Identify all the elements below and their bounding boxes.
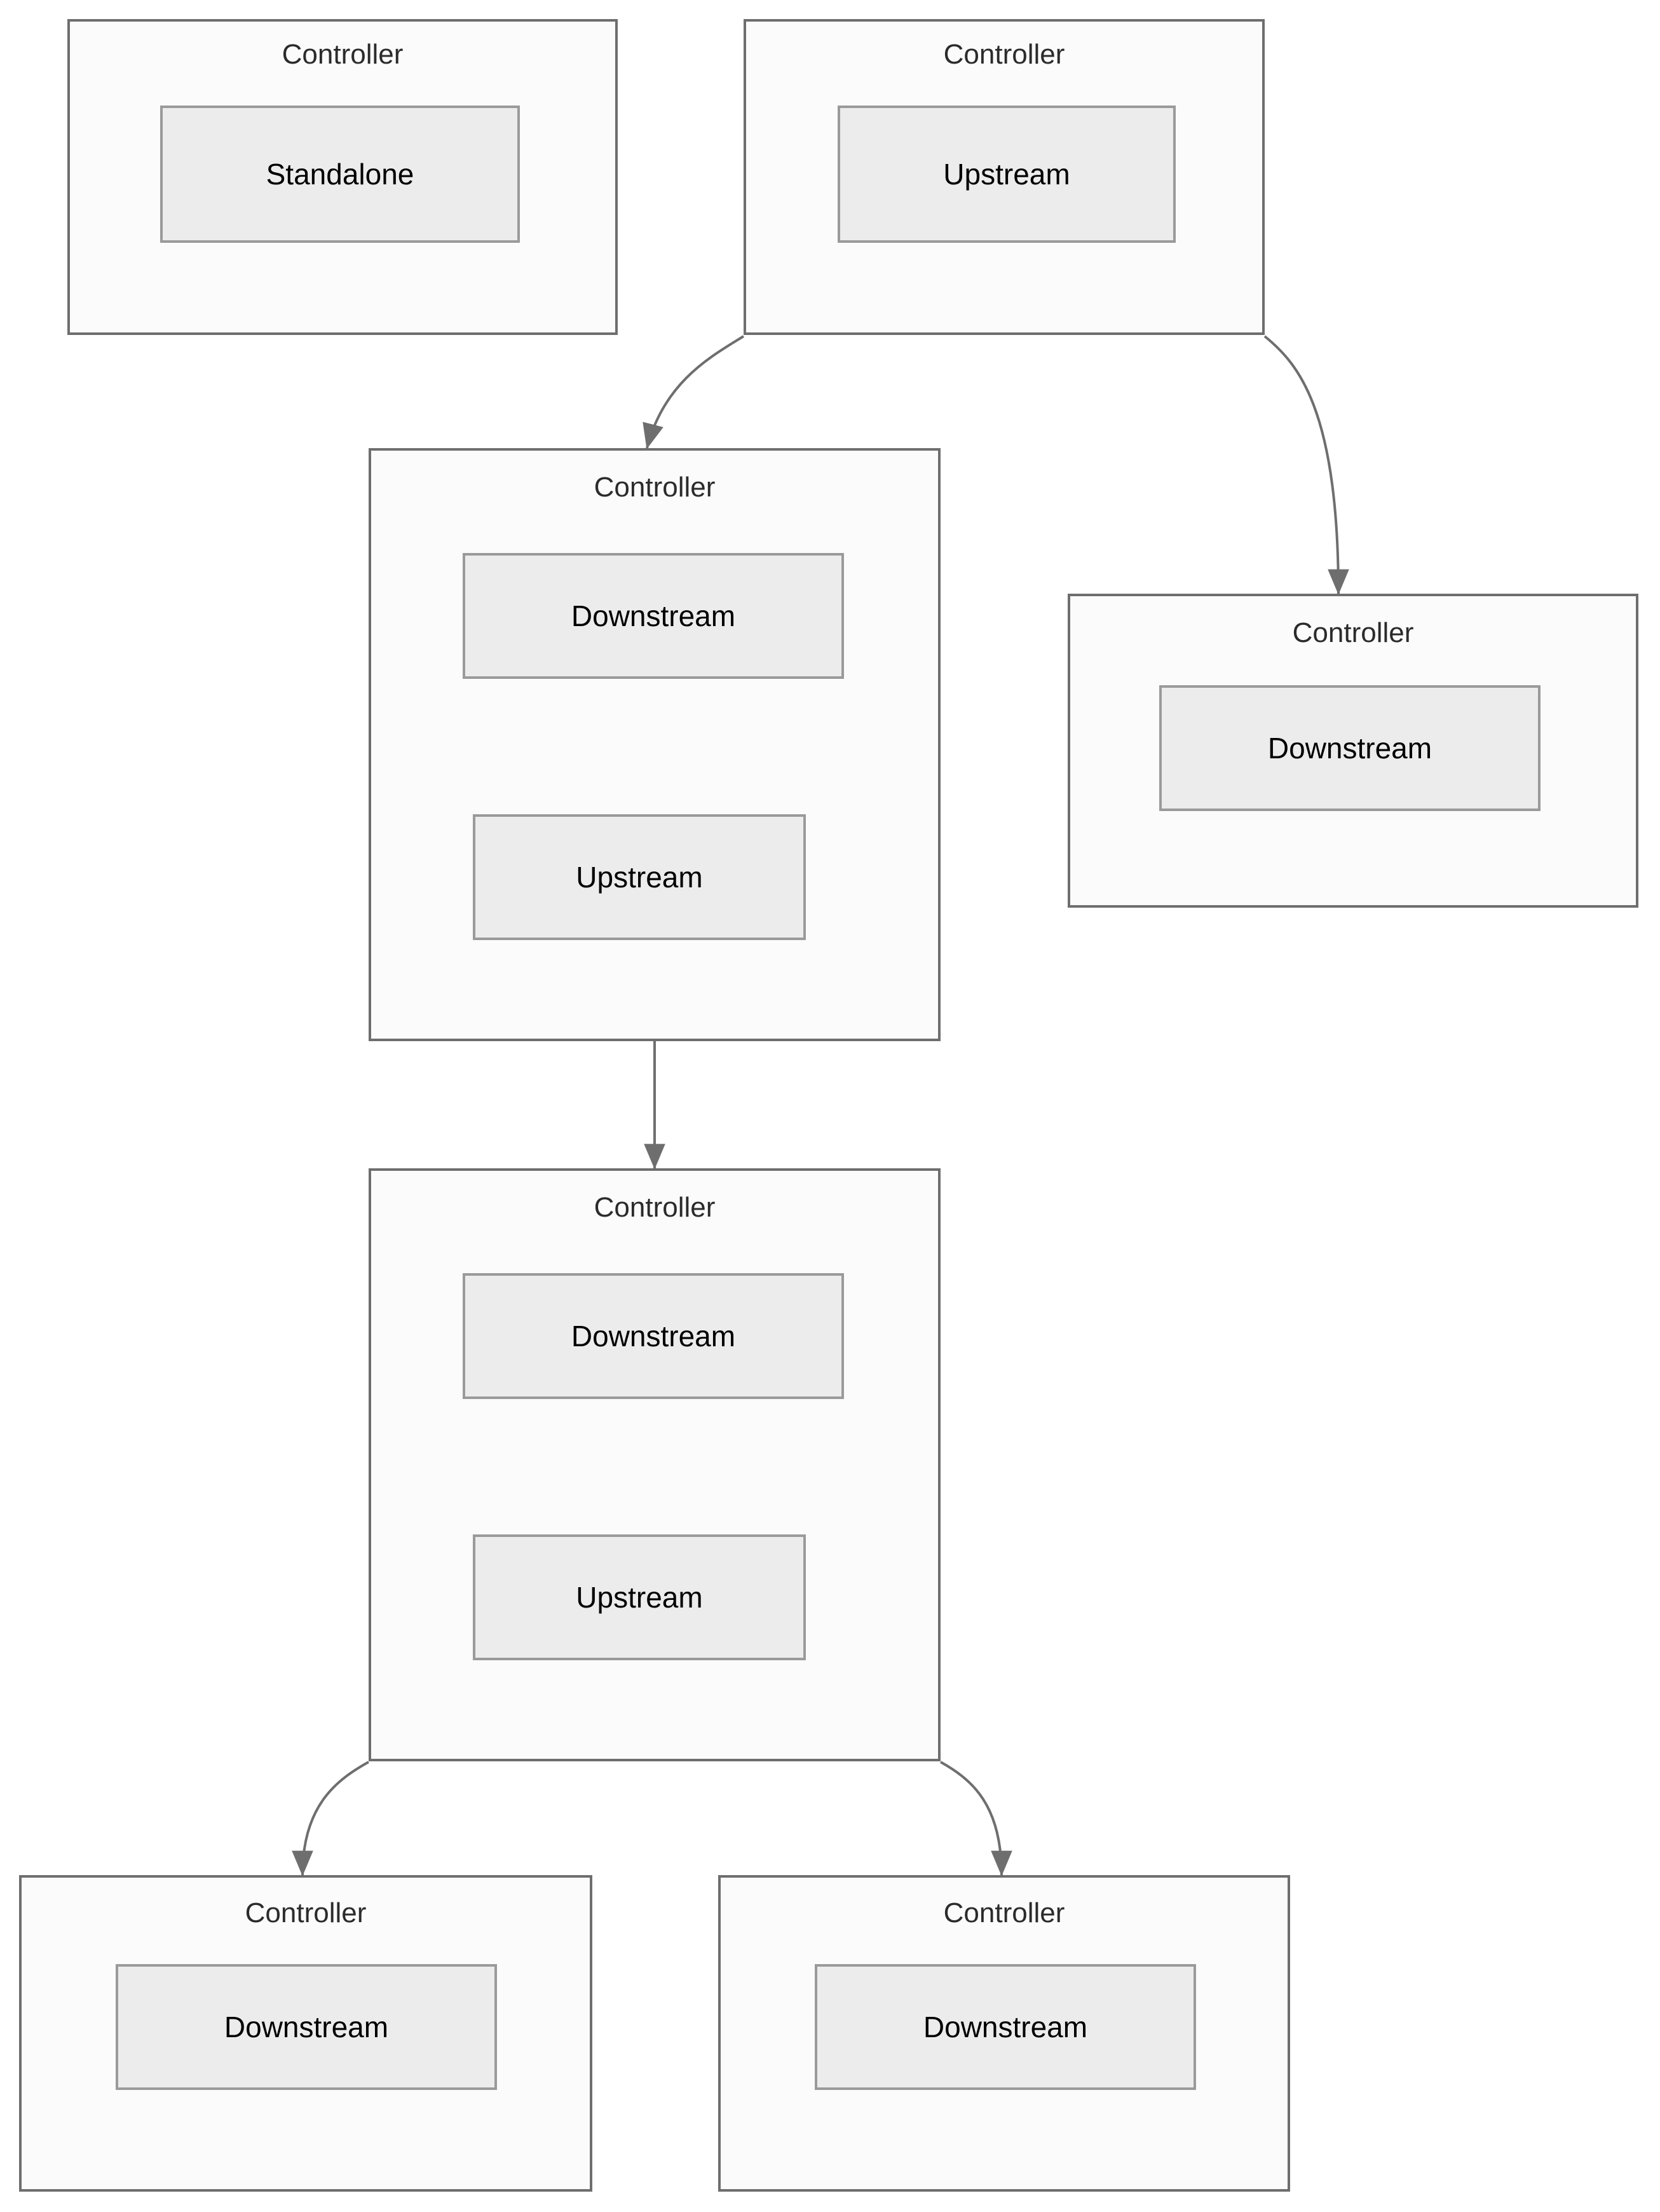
controller-title: Controller	[943, 1897, 1065, 1929]
inner-box-standalone[interactable]: Standalone	[160, 106, 520, 243]
edge-edge-root-to-mid-right	[1263, 335, 1349, 595]
inner-box-upstream-root[interactable]: Upstream	[838, 106, 1176, 243]
inner-box-downstream-bottom-right[interactable]: Downstream	[815, 1964, 1196, 2090]
inner-box-downstream-mid-right[interactable]: Downstream	[1159, 685, 1541, 811]
controller-title: Controller	[1292, 617, 1414, 648]
inner-box-upstream-mid-left[interactable]: Upstream	[473, 814, 806, 940]
inner-box-downstream-lower-mid[interactable]: Downstream	[463, 1273, 844, 1399]
inner-box-label: Downstream	[571, 599, 736, 632]
inner-box-label: Downstream	[1267, 731, 1432, 765]
inner-box-label: Upstream	[576, 1580, 703, 1614]
inner-box-downstream-bottom-left[interactable]: Downstream	[116, 1964, 497, 2090]
edge-edge-root-to-mid-left	[643, 335, 745, 449]
controller-title: Controller	[594, 1192, 716, 1223]
edge-edge-lower-mid-to-bottom-right	[940, 1761, 1012, 1876]
edge-edge-lower-mid-to-bottom-left	[292, 1761, 369, 1876]
controller-title: Controller	[943, 39, 1065, 70]
inner-box-downstream-mid-left[interactable]: Downstream	[463, 553, 844, 679]
controller-title: Controller	[282, 39, 404, 70]
controller-title: Controller	[245, 1897, 367, 1929]
inner-box-label: Upstream	[943, 157, 1070, 191]
controller-title: Controller	[594, 472, 716, 503]
inner-box-label: Standalone	[266, 157, 414, 191]
inner-box-label: Downstream	[923, 2010, 1088, 2044]
inner-box-label: Downstream	[571, 1319, 736, 1353]
inner-box-upstream-lower-mid[interactable]: Upstream	[473, 1534, 806, 1660]
inner-box-label: Downstream	[224, 2010, 389, 2044]
inner-box-label: Upstream	[576, 860, 703, 894]
